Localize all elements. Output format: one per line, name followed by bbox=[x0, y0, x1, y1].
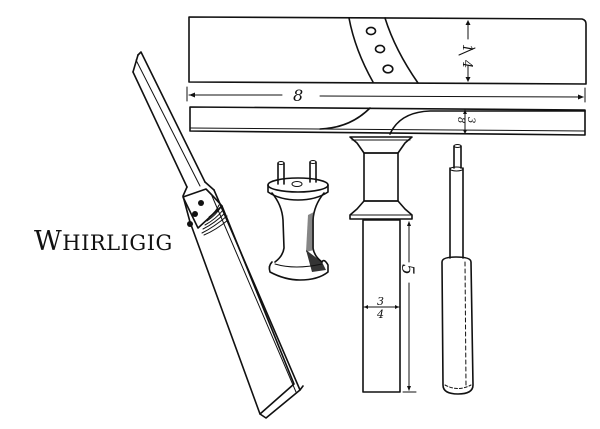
title-initial: W bbox=[34, 226, 63, 257]
blade-hole-icon bbox=[374, 44, 386, 54]
handle-length-label: 5 bbox=[397, 264, 417, 275]
blade-thickness-label: 8 3 bbox=[455, 117, 476, 123]
handle-stick-front-view: 3 4 5 bbox=[362, 219, 417, 393]
angled-blade-assembly bbox=[132, 51, 304, 419]
handle-width-num: 3 bbox=[377, 295, 384, 308]
hub-hatching bbox=[201, 204, 229, 236]
length-dimension: 8 bbox=[186, 86, 586, 105]
blade-top-view bbox=[188, 16, 587, 85]
blade-width-den: 4 bbox=[459, 59, 474, 68]
hub-bolt-icon bbox=[192, 211, 198, 217]
blade-thickness-num: 3 bbox=[465, 117, 476, 123]
peg-spool-perspective bbox=[267, 160, 329, 281]
blade-width-label: 1 4 bbox=[458, 44, 476, 68]
blade-hole-icon bbox=[365, 26, 377, 36]
spool-front-view bbox=[349, 136, 413, 220]
diagram-title: WHIRLIGIG bbox=[34, 226, 173, 257]
blade-hole-icon bbox=[382, 64, 394, 74]
round-handle-perspective bbox=[441, 144, 474, 395]
blade-width-num: 1 bbox=[459, 44, 474, 52]
blade-thickness-den: 8 bbox=[455, 117, 466, 123]
blade-side-view bbox=[189, 106, 586, 136]
blade-length-label: 8 bbox=[293, 86, 303, 105]
hub-bolt-icon bbox=[198, 200, 204, 206]
handle-width-den: 4 bbox=[376, 308, 384, 321]
title-rest: HIRLIGIG bbox=[62, 231, 173, 255]
